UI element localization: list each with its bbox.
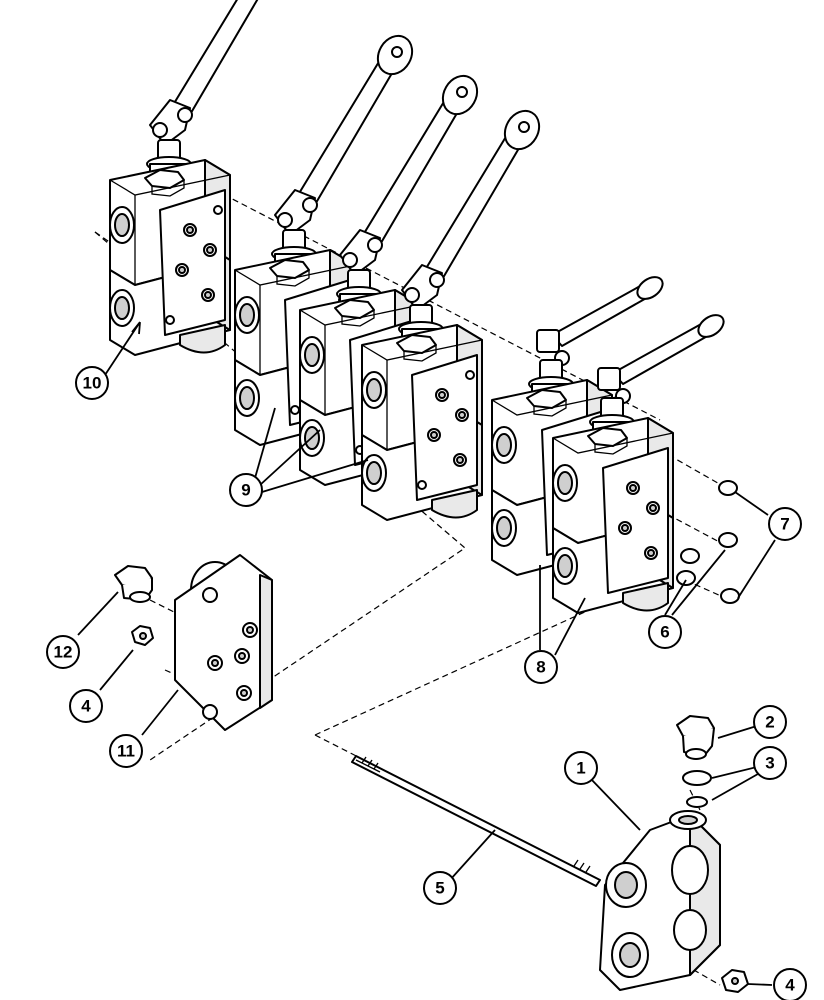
inlet-body-1 <box>599 810 721 991</box>
svg-text:11: 11 <box>117 742 135 761</box>
tie-rod-5 <box>351 755 601 887</box>
svg-text:2: 2 <box>765 713 774 732</box>
svg-text:4: 4 <box>785 976 795 995</box>
callout-12: 12 <box>46 635 80 669</box>
callout-8: 8 <box>524 650 558 684</box>
valve-section-8b <box>552 309 729 614</box>
callout-10: 10 <box>75 366 109 400</box>
svg-text:5: 5 <box>435 879 444 898</box>
callout-9: 9 <box>229 473 263 507</box>
callout-1: 1 <box>564 751 598 785</box>
callout-2: 2 <box>753 705 787 739</box>
callout-11: 11 <box>109 734 143 768</box>
callout-3: 3 <box>753 746 787 780</box>
svg-text:1: 1 <box>576 759 585 778</box>
callout-4-upper: 4 <box>69 689 103 723</box>
svg-text:3: 3 <box>765 754 774 773</box>
svg-text:7: 7 <box>780 515 789 534</box>
svg-text:4: 4 <box>81 697 91 716</box>
svg-text:9: 9 <box>241 481 250 500</box>
o-rings-3 <box>682 770 712 808</box>
nut-4-lower <box>721 969 749 993</box>
callout-7: 7 <box>768 507 802 541</box>
o-rings <box>676 480 740 604</box>
callout-6: 6 <box>648 615 682 649</box>
callout-4-lower: 4 <box>773 968 807 1000</box>
leader-lines <box>77 321 776 986</box>
plug-12 <box>114 565 153 603</box>
svg-text:12: 12 <box>54 643 73 662</box>
svg-text:6: 6 <box>660 623 669 642</box>
svg-text:8: 8 <box>536 658 545 677</box>
plug-2 <box>676 715 715 760</box>
nut-4-upper <box>131 625 154 646</box>
callout-5: 5 <box>423 871 457 905</box>
end-cover-11 <box>174 554 273 731</box>
svg-text:10: 10 <box>83 374 102 393</box>
